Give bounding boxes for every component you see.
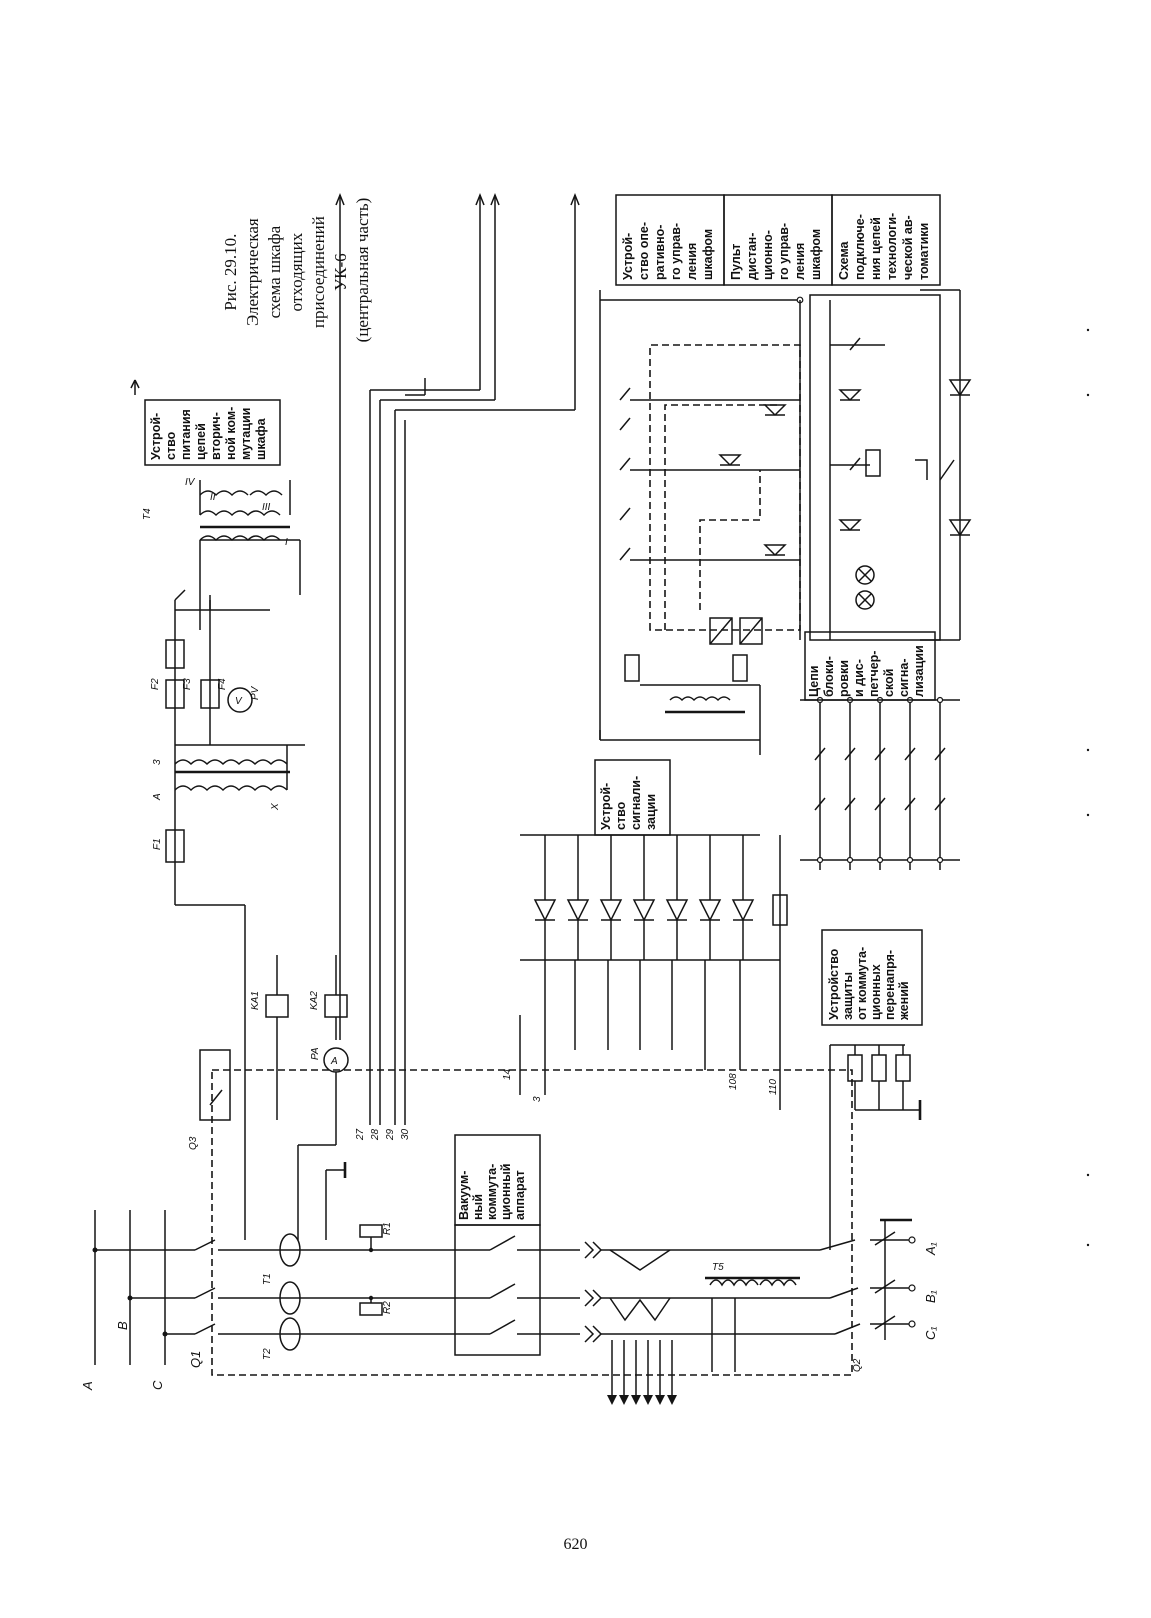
out-c-label: C₁: [923, 1327, 938, 1341]
terminal-110-label: 110: [768, 1079, 779, 1095]
winding-2-label: II: [210, 492, 216, 503]
wire-27-label: 27: [355, 1128, 366, 1141]
svg-text:Пульт дистан- цион: Пульт дистан- ционно- го управ- ления шк…: [729, 219, 823, 280]
t3-terminal-x: X: [270, 803, 281, 811]
terminal-108-label: 108: [728, 1073, 739, 1090]
plug-connectors: [584, 1241, 700, 1343]
page-number: 620: [563, 1536, 588, 1553]
winding-3-label: III: [262, 502, 271, 513]
t2-label: T2: [262, 1348, 273, 1360]
capacitive-divider: [607, 1249, 677, 1405]
blocking-circuits: [800, 696, 960, 870]
out-b-label: B₁: [923, 1290, 938, 1303]
scan-specks: [1086, 328, 1090, 1247]
r2-label: R2: [382, 1301, 393, 1314]
t3-terminal-a: A: [152, 793, 163, 801]
svg-text:Устрой- ство питан: Устрой- ство питания цепей вторич- ной к…: [149, 403, 268, 460]
pa-label: PA: [310, 1047, 321, 1060]
svg-text:Рис. 29.10. Электрическа: Рис. 29.10. Электрическая схема шкафа от…: [221, 198, 372, 343]
power-supply-label: Устрой- ство питания цепей вторич- ной к…: [149, 403, 268, 460]
vacuum-contacts: [440, 1235, 580, 1335]
current-relays: A: [265, 955, 349, 1240]
q3-box: [199, 1049, 231, 1121]
current-transformer-t5: [700, 1249, 835, 1372]
q2-label: Q2: [852, 1358, 863, 1372]
q1-label: Q1: [188, 1351, 203, 1368]
winding-4-label: IV: [185, 477, 196, 488]
overvoltage-limiters: [829, 1044, 922, 1250]
remote-panel-label: Пульт дистан- ционно- го управ- ления шк…: [729, 219, 823, 280]
resistor-r1: [359, 1224, 383, 1253]
resistor-r2: [359, 1295, 383, 1316]
remote-panel-circuit: [799, 294, 941, 641]
automation-label-box: [831, 194, 941, 286]
power-supply-label-box: [144, 399, 281, 466]
operative-control-circuit: [599, 290, 804, 755]
svg-text:A: A: [330, 1056, 338, 1067]
wire-28-label: 28: [370, 1128, 381, 1141]
f4-label: F4: [217, 678, 228, 690]
terminal-14-label: 14: [502, 1068, 513, 1080]
svg-text:Устрой- ство сигна: Устрой- ство сигнали- зации: [599, 772, 658, 830]
pv-label: PV: [250, 685, 261, 700]
wire-30-label: 30: [400, 1128, 411, 1140]
phase-a-label: A: [80, 1381, 95, 1391]
t3-label: 3: [152, 759, 163, 765]
f3-label: F3: [182, 678, 193, 690]
svg-text:Вакуум- ный коммут: Вакуум- ный коммута- ционный аппарат: [457, 1160, 527, 1220]
signalling-block: [519, 834, 788, 1110]
blocking-label: Цепи блоки- ровки и дис- петчер- ской си…: [807, 645, 926, 697]
supply-transformer-t3: [165, 744, 305, 1240]
t4-label: T4: [142, 508, 153, 520]
phase-buses: [92, 1210, 195, 1365]
t5-label: T5: [712, 1262, 724, 1273]
svg-text:V: V: [235, 696, 243, 707]
automation-label: Схема подключе- ния цепей технологи- чес…: [837, 209, 931, 280]
phase-c-label: C: [150, 1380, 165, 1390]
f1-label: F1: [152, 838, 163, 850]
earthing-switch-q2: [819, 1218, 916, 1340]
disconnector-q1: [194, 1239, 440, 1335]
wire-29-label: 29: [385, 1128, 396, 1141]
signalling-label-box: [594, 759, 671, 836]
terminal-3-label: 3: [532, 1096, 543, 1102]
vacuum-switch-frame: [454, 1224, 541, 1356]
phase-b-label: B: [115, 1321, 130, 1330]
control-wires: [130, 192, 580, 1125]
out-a-label: A₁: [923, 1242, 938, 1256]
overvoltage-label: Устройство защиты от коммута- ционных пе…: [827, 943, 911, 1021]
overvoltage-label-box: [821, 929, 923, 1026]
winding-1-label: I: [285, 537, 288, 548]
ka2-label: KA2: [309, 991, 320, 1010]
signal-leds: [533, 835, 755, 960]
r1-label: R1: [382, 1222, 393, 1235]
local-control-label: Устрой- ство опе- ративно- го управ- лен…: [621, 219, 715, 281]
t1-label: T1: [262, 1273, 273, 1285]
svg-text:Устрой- ство опе-: Устрой- ство опе- ративно- го управ- лен…: [621, 219, 715, 281]
vacuum-switch-label: Вакуум- ный коммута- ционный аппарат: [457, 1160, 527, 1220]
svg-text:Цепи блоки- ровки: Цепи блоки- ровки и дис- петчер- ской си…: [807, 645, 926, 697]
cabinet-boundary: [211, 1069, 853, 1376]
current-transformer-t1: [279, 1233, 301, 1351]
svg-text:Устройство защиты: Устройство защиты от коммута- ционных пе…: [827, 943, 911, 1021]
figure-caption: Рис. 29.10. Электрическая схема шкафа от…: [221, 198, 372, 343]
secondary-circuit: V: [165, 589, 270, 745]
svg-text:Схема подключе- ни: Схема подключе- ния цепей технологи- чес…: [837, 209, 931, 280]
ka1-label: KA1: [250, 991, 261, 1010]
automation-circuit: [915, 289, 972, 641]
transformer-t4: [199, 480, 301, 630]
f2-label: F2: [150, 678, 161, 690]
vacuum-switch-label-box: [454, 1134, 541, 1226]
q3-label: Q3: [188, 1136, 199, 1150]
blocking-label-box: [804, 631, 936, 701]
signalling-label: Устрой- ство сигнали- зации: [599, 772, 658, 830]
